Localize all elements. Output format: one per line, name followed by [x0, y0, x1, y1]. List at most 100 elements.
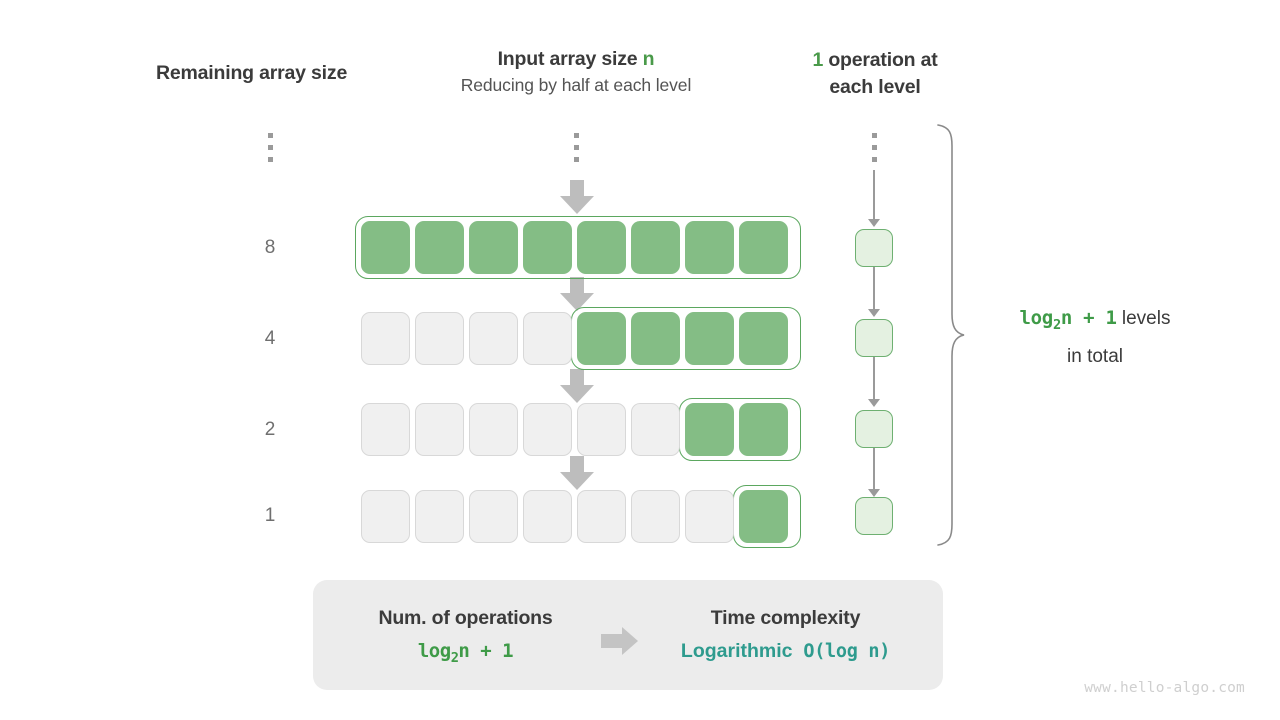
- array-cell: [469, 221, 518, 274]
- header-input-array-size-subtitle: Reducing by half at each level: [460, 75, 692, 95]
- summary-complexity-column: Time complexity Logarithmic O(log n): [663, 602, 908, 669]
- array-cell: [685, 221, 734, 274]
- levels-total-annotation: log2n + 1 levels in total: [975, 303, 1215, 372]
- array-cell: [685, 312, 734, 365]
- ellipsis-dot: [574, 145, 579, 150]
- ellipsis-operation-column: [871, 133, 878, 162]
- ellipsis-array-column: [573, 133, 580, 162]
- header-variable-n: n: [642, 48, 655, 70]
- array-cell: [523, 221, 572, 274]
- ellipsis-dot: [872, 145, 877, 150]
- array-cell: [469, 312, 518, 365]
- array-cell: [685, 403, 734, 456]
- summary-complexity-title: Time complexity: [710, 607, 861, 629]
- arrow-head: [560, 293, 594, 311]
- array-cell: [631, 221, 680, 274]
- level-size-label-2: 2: [264, 419, 276, 440]
- arrow-head: [622, 627, 638, 655]
- array-cell: [523, 490, 572, 543]
- level-size-label-1: 1: [264, 505, 276, 526]
- halving-arrow-to-level-1: [560, 456, 594, 490]
- summary-operations-column: Num. of operations log2n + 1: [353, 602, 578, 675]
- array-cell: [361, 490, 410, 543]
- array-cell: [631, 403, 680, 456]
- array-cell: [739, 221, 788, 274]
- array-cell: [577, 403, 626, 456]
- header-operation-line2: each level: [829, 76, 921, 98]
- halving-arrow-to-level-4: [560, 277, 594, 311]
- header-input-array-size: Input array size n Reducing by half at e…: [380, 47, 772, 98]
- equation-tail: n + 1: [458, 640, 514, 662]
- levels-brace: [936, 124, 966, 551]
- summary-panel: Num. of operations log2n + 1 Time comple…: [313, 580, 943, 690]
- header-operation-count: 1: [812, 49, 824, 71]
- arrow-shaft: [570, 369, 584, 386]
- array-cell: [685, 490, 734, 543]
- array-cell: [415, 490, 464, 543]
- operation-box-level-1: [855, 497, 893, 535]
- equation-log: log: [417, 640, 451, 662]
- operation-connector-arrowhead: [868, 489, 880, 497]
- array-cell: [415, 403, 464, 456]
- summary-right-arrow-icon: [601, 627, 645, 655]
- ellipsis-dot: [268, 145, 273, 150]
- arrow-shaft: [601, 634, 623, 648]
- levels-total-line2: in total: [1067, 345, 1123, 367]
- ellipsis-dot: [574, 157, 579, 162]
- operation-box-level-2: [855, 410, 893, 448]
- array-cell: [469, 403, 518, 456]
- operation-connector-line: [873, 448, 875, 492]
- operation-connector-line: [873, 267, 875, 312]
- halving-arrow-to-level-2: [560, 369, 594, 403]
- equation-subscript: 2: [1052, 316, 1061, 333]
- ellipsis-dot: [268, 133, 273, 138]
- summary-operations-title: Num. of operations: [378, 607, 553, 629]
- array-cell: [577, 490, 626, 543]
- brace-shape: [937, 124, 965, 546]
- array-cell: [523, 312, 572, 365]
- summary-operations-value: log2n + 1: [353, 634, 578, 675]
- levels-total-equation: log2n + 1: [1019, 307, 1117, 333]
- array-cell: [577, 312, 626, 365]
- array-cell: [361, 221, 410, 274]
- complexity-notation: O(log n): [803, 641, 891, 662]
- levels-total-line1: log2n + 1 levels: [975, 303, 1215, 341]
- array-cell: [631, 312, 680, 365]
- operation-connector-arrowhead: [868, 309, 880, 317]
- equation-tail: n + 1: [1060, 307, 1117, 329]
- array-cell: [415, 221, 464, 274]
- equation-subscript: 2: [450, 649, 459, 666]
- ellipsis-dot: [872, 133, 877, 138]
- arrow-head: [560, 472, 594, 490]
- header-input-array-size-text: Input array size: [497, 48, 643, 70]
- operation-box-level-4: [855, 319, 893, 357]
- array-cell: [415, 312, 464, 365]
- operation-connector-line: [873, 357, 875, 402]
- ellipsis-dot: [268, 157, 273, 162]
- header-input-array-size-line1: Input array size n: [380, 47, 772, 72]
- halving-arrow-to-level-8: [560, 180, 594, 214]
- array-cell: [739, 403, 788, 456]
- operation-connector-line: [873, 170, 875, 222]
- operation-connector-arrowhead: [868, 399, 880, 407]
- array-cell: [739, 312, 788, 365]
- active-region-frame: [355, 216, 801, 279]
- array-cell: [361, 312, 410, 365]
- arrow-head: [560, 385, 594, 403]
- array-cell: [361, 403, 410, 456]
- ellipsis-left-column: [267, 133, 274, 162]
- array-cell: [523, 403, 572, 456]
- operation-box-level-8: [855, 229, 893, 267]
- arrow-shaft: [570, 277, 584, 294]
- level-size-label-4: 4: [264, 328, 276, 349]
- arrow-shaft: [570, 180, 584, 197]
- arrow-shaft: [570, 456, 584, 473]
- complexity-word: Logarithmic: [680, 640, 793, 662]
- summary-complexity-value: Logarithmic O(log n): [663, 634, 908, 669]
- header-remaining-array-size: Remaining array size: [156, 62, 348, 84]
- ellipsis-dot: [574, 133, 579, 138]
- equation-log: log: [1019, 307, 1054, 329]
- header-operations-per-level: 1 operation at each level: [780, 47, 970, 101]
- operation-connector-arrowhead: [868, 219, 880, 227]
